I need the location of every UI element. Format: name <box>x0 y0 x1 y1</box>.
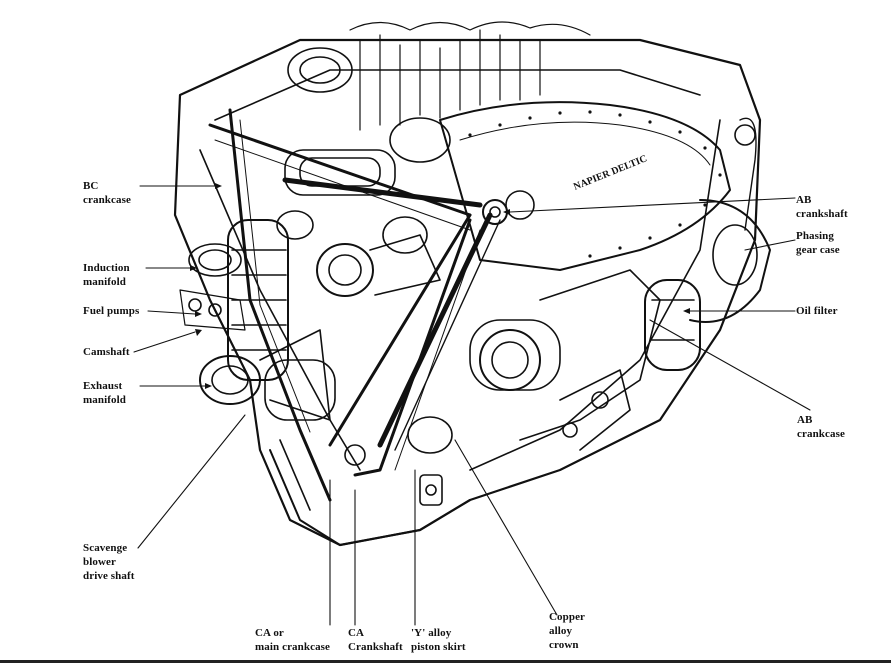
central-cylinders <box>276 210 561 466</box>
label-oil-filter: Oil filter <box>796 305 838 317</box>
label-fuel-pumps: Fuel pumps <box>83 305 140 317</box>
label-camshaft: Camshaft <box>83 346 130 358</box>
leader-lines <box>133 185 811 626</box>
ab-crankcase-cover: NAPIER DELTIC <box>439 101 731 271</box>
ab-crankcase-lower <box>519 269 661 451</box>
engine-base <box>269 439 471 546</box>
left-manifolds <box>179 219 336 421</box>
phasing-gear-case <box>689 117 771 323</box>
connecting-rods <box>282 177 535 451</box>
top-cylinder-bank <box>284 21 591 196</box>
leader-arrowheads <box>190 183 690 389</box>
engine-body <box>173 38 762 547</box>
engraving-text: NAPIER DELTIC <box>572 153 649 193</box>
bottom-border <box>0 660 891 663</box>
